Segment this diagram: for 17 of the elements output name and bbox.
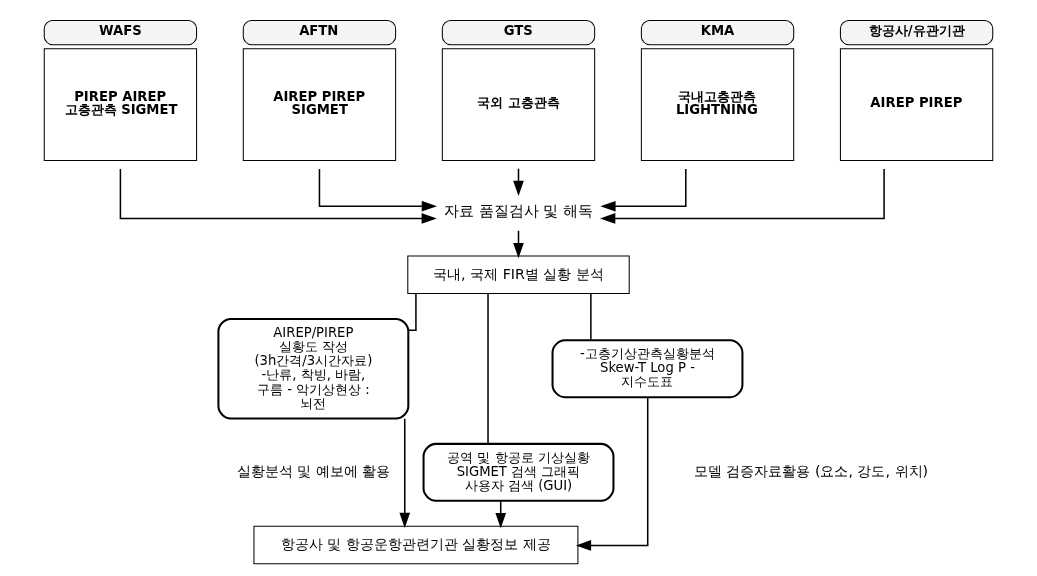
connector — [590, 293, 592, 341]
arrow — [575, 396, 649, 551]
node-box: 공역 및 항공로 기상실황 SIGMET 검색 그래픽 사용자 검색 (GUI) — [422, 442, 615, 502]
node-box: AIREP/PIREP 실황도 작성 (3h간격/3시간자료) -난류, 착빙, 바람, 구름 - 악기상현상 : 뇌전 — [217, 317, 410, 420]
node-text: 자료 품질검사 및 해독 — [443, 201, 594, 220]
label: 모델 검증자료활용 (요소, 강도, 위치) — [693, 463, 929, 480]
arrow — [600, 168, 885, 224]
arrow — [119, 168, 437, 224]
node-box: 항공사 및 항공운항관련기관 실황정보 제공 — [253, 525, 579, 565]
arrow — [600, 168, 687, 212]
connector — [407, 293, 417, 331]
node-box: -고층기상관측실황분석 Skew-T Log P - 지수도표 — [551, 339, 744, 399]
label: 실황분석 및 예보에 활용 — [236, 463, 391, 480]
arrow — [318, 168, 437, 212]
node-box: 국내, 국제 FIR별 실황 분석 — [407, 255, 630, 295]
arrow — [399, 418, 411, 528]
connector — [487, 293, 489, 445]
